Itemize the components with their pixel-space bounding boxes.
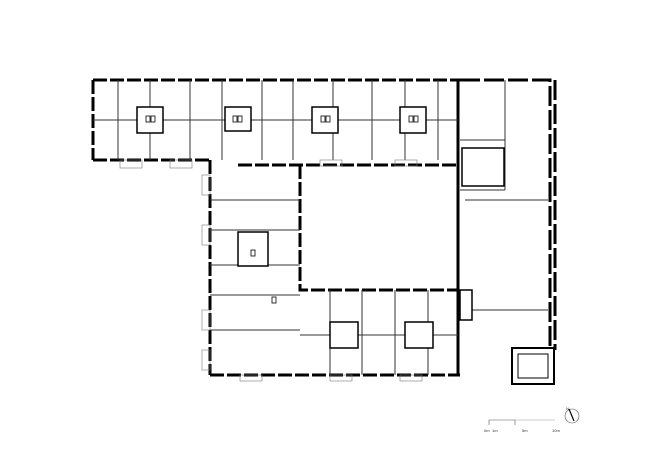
balconies (119, 159, 423, 382)
scale-bar-segment-short (488, 419, 516, 425)
scale-label-10: 10m (552, 428, 560, 433)
scale-label-0: 0m (484, 428, 490, 433)
elevators (145, 115, 419, 304)
right-block-walls (456, 78, 557, 385)
scale-label-1: 1m (492, 428, 498, 433)
scale-bar: 0m 1m 5m 10m (484, 419, 560, 433)
scale-label-5: 5m (522, 428, 528, 433)
north-label: N (566, 406, 569, 411)
stair-cores (136, 106, 505, 349)
north-arrow-icon: N (564, 406, 580, 424)
